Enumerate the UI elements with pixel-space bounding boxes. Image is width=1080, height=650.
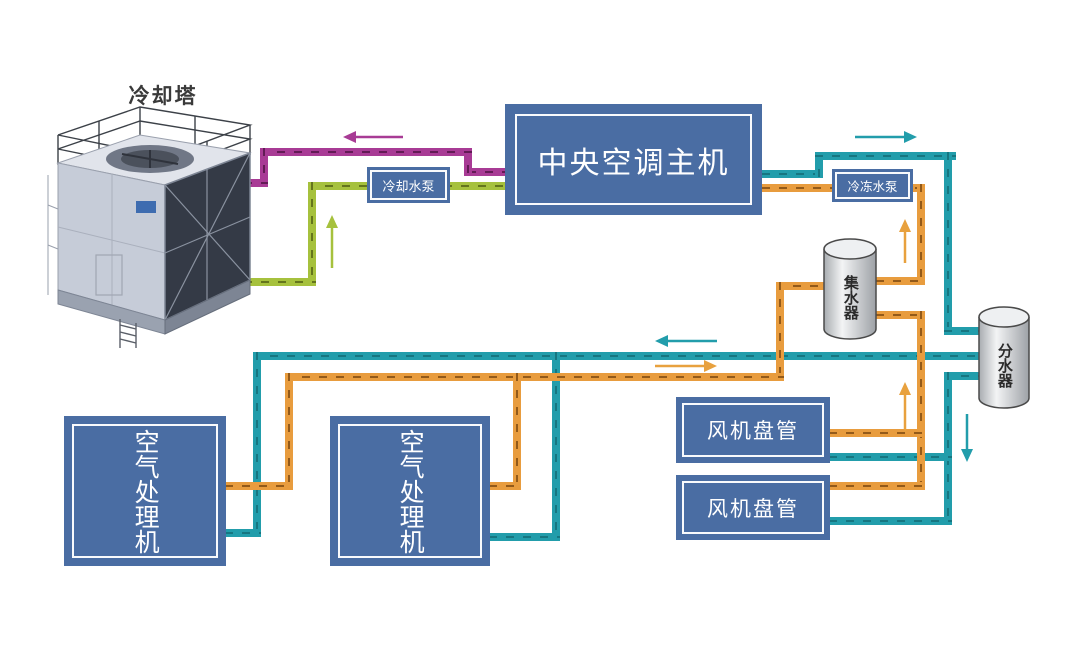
arrow-left-cooling-return [343, 131, 403, 143]
fan-coil-2-label: 风机盘管 [682, 481, 824, 534]
cooling-return-pipe [464, 148, 472, 176]
chilled-return-pipe [917, 311, 925, 490]
chilled-return-pipe [776, 282, 824, 290]
fan-coil-unit-1: 风机盘管 [676, 397, 830, 463]
cooling-pump-label: 冷却水泵 [370, 170, 447, 200]
arrow-up-chilled-return-pump [899, 219, 911, 263]
chilled-return-pipe [285, 373, 293, 490]
distributor-label: 分水器 [995, 343, 1013, 388]
chilled-return-pipe [776, 282, 784, 381]
chilled-supply-pipe [552, 352, 560, 541]
ahu-2-label: 空气处理机 [396, 428, 425, 554]
cooling-supply-pipe [308, 182, 316, 286]
arrow-right-chilled-return [655, 360, 717, 372]
chilled-supply-pipe [944, 372, 982, 380]
arrow-up-chilled-return-fancoil [899, 382, 911, 432]
chilled-supply-to-fancoil2 [829, 517, 952, 525]
water-collector: 集水器 [822, 238, 878, 340]
cooling-return-pipe [244, 179, 268, 187]
chilled-supply-pipe [944, 327, 982, 335]
ahu-1-label: 空气处理机 [131, 428, 160, 554]
chiller-unit: 中央空调主机 [505, 104, 762, 215]
chilled-supply-pipe [944, 152, 952, 335]
arrow-left-chilled-supply [655, 335, 717, 347]
chilled-return-from-fancoil1 [829, 429, 925, 437]
chilled-supply-to-ahu2 [489, 533, 560, 541]
fan-coil-unit-2: 风机盘管 [676, 475, 830, 540]
cooling-return-pipe [468, 168, 506, 176]
fan-coil-1-label: 风机盘管 [682, 403, 824, 457]
arrow-right-chilled-supply [855, 131, 917, 143]
chilled-supply-to-fancoil1 [829, 453, 952, 461]
chilled-supply-pipe [815, 152, 956, 160]
chilled-return-from-ahu1 [225, 482, 293, 490]
chilled-water-pump: 冷冻水泵 [832, 169, 913, 202]
water-distributor: 分水器 [977, 306, 1031, 409]
arrow-up-cooling-supply [326, 215, 338, 268]
air-handling-unit-2: 空气处理机 [330, 416, 490, 566]
chilled-return-from-ahu2 [489, 482, 521, 490]
chilled-pump-label: 冷冻水泵 [835, 172, 910, 199]
chilled-supply-to-ahu1 [225, 529, 261, 537]
chilled-return-pipe [513, 373, 521, 490]
chilled-return-pipe [876, 311, 925, 319]
cooling-tower-label: 冷却塔 [128, 85, 198, 108]
chilled-return-pipe [917, 184, 925, 285]
cooling-water-pump: 冷却水泵 [367, 167, 450, 203]
chilled-supply-pipe [815, 152, 823, 178]
collector-label: 集水器 [841, 274, 859, 320]
cooling-supply-pipe [244, 278, 316, 286]
chiller-label: 中央空调主机 [515, 114, 752, 205]
chilled-supply-pipe [253, 352, 261, 537]
chilled-return-main-line [285, 373, 784, 381]
cooling-return-pipe [260, 148, 268, 187]
arrow-down-chilled-supply-fancoil [961, 414, 973, 462]
air-handling-unit-1: 空气处理机 [64, 416, 226, 566]
chilled-supply-main-line [253, 352, 982, 360]
chilled-supply-pipe [762, 170, 823, 178]
chilled-supply-pipe [944, 372, 952, 525]
chilled-return-from-fancoil2 [829, 482, 925, 490]
cooling-tower-illustration [47, 106, 253, 348]
chilled-return-pipe [876, 277, 925, 285]
cooling-return-pipe [260, 148, 472, 156]
